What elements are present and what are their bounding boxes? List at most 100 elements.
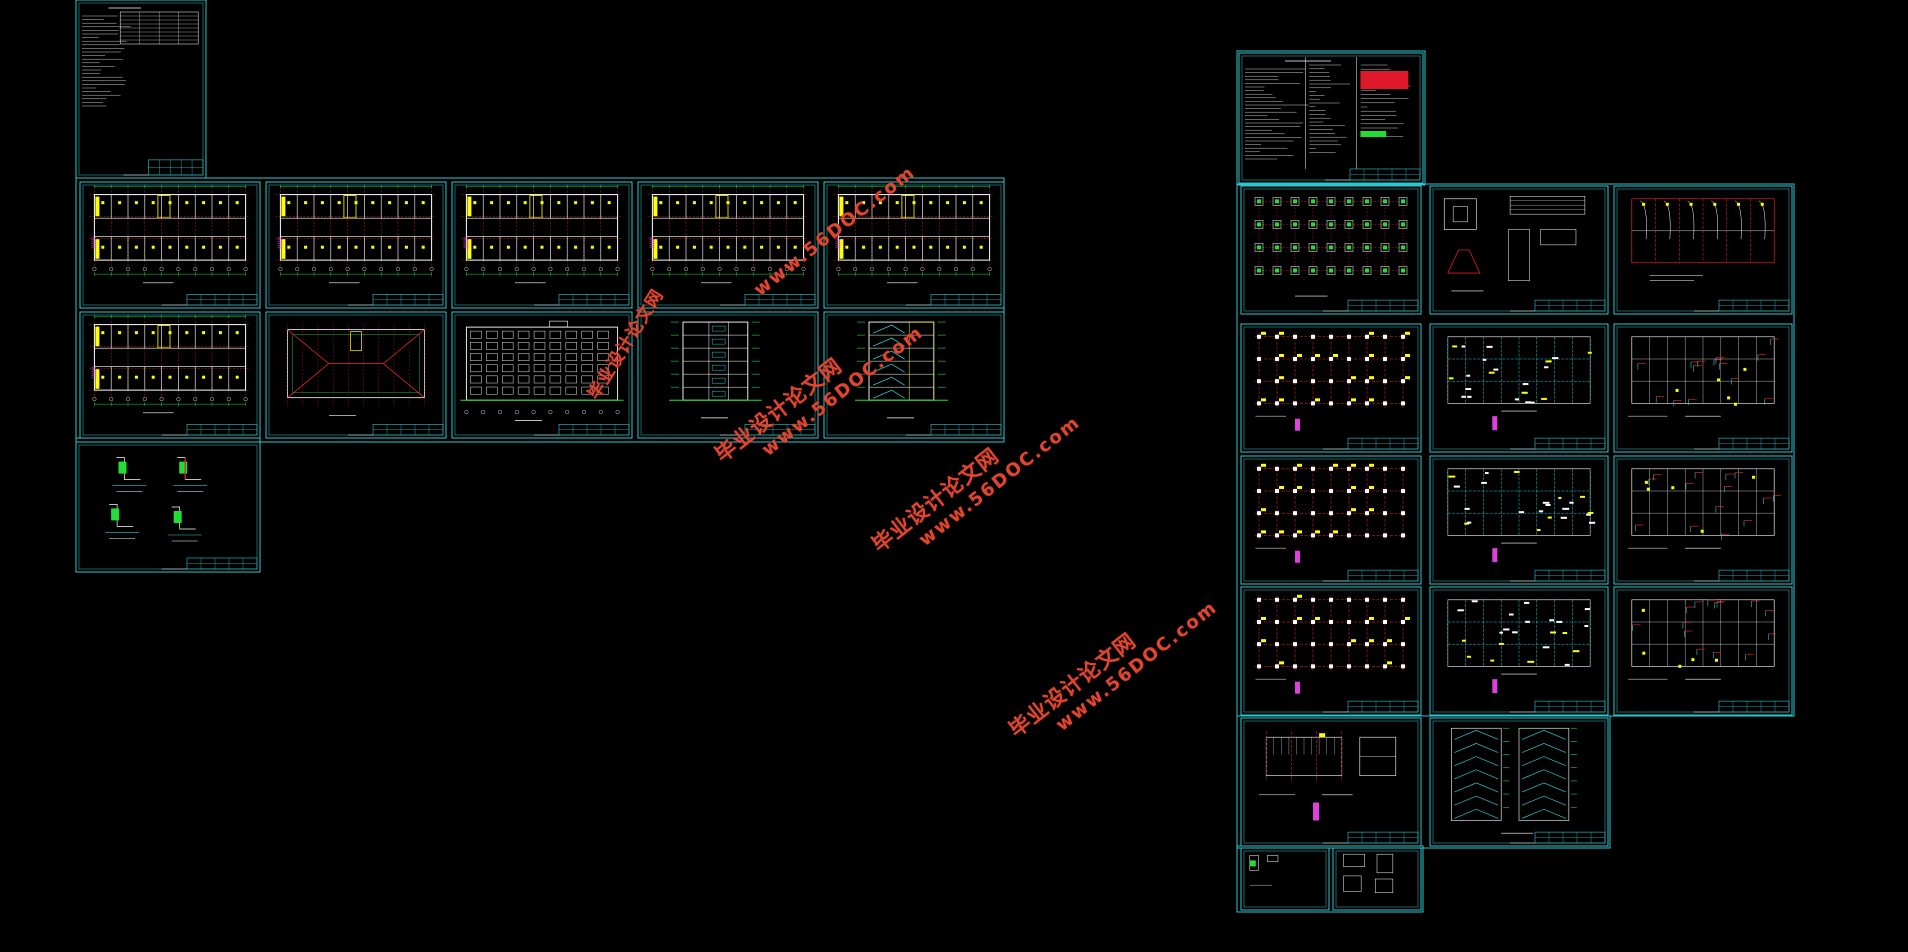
door-highlight — [490, 245, 494, 249]
door-highlight — [793, 245, 797, 249]
sheet-column-plan-2[interactable] — [1240, 455, 1422, 585]
sheet-design-notes[interactable] — [75, 0, 207, 179]
footing — [1362, 197, 1372, 206]
column — [1383, 642, 1387, 647]
column-stub — [1365, 245, 1369, 250]
window — [470, 330, 482, 339]
column — [1257, 488, 1261, 493]
door-highlight — [134, 201, 138, 205]
sheet-section[interactable] — [823, 311, 1005, 439]
window — [501, 330, 514, 339]
window — [565, 364, 578, 373]
door-highlight — [218, 331, 222, 335]
column — [1257, 466, 1261, 471]
sheet-structural-notes[interactable] — [1238, 52, 1424, 184]
column-tag — [1315, 616, 1320, 620]
window — [501, 353, 514, 361]
sheet-floor-plan-5[interactable] — [823, 181, 1005, 309]
detail-section — [1374, 878, 1394, 893]
sheet-foundation-details[interactable] — [1429, 185, 1609, 315]
column-tag — [1315, 398, 1320, 402]
column — [1329, 664, 1333, 669]
door-highlight — [185, 375, 189, 379]
sheet-slab-plan-3[interactable] — [1613, 586, 1793, 716]
sheet-slab-plan-2[interactable] — [1613, 455, 1793, 585]
beam-label — [1466, 521, 1472, 524]
sheet-floor-plan-6[interactable] — [79, 311, 261, 439]
column — [1401, 619, 1405, 624]
footing — [1398, 266, 1408, 275]
sheet-side-elevation[interactable] — [637, 311, 819, 439]
axis-bubble — [226, 267, 231, 272]
column-stub — [1329, 199, 1333, 204]
sheet-border — [265, 311, 447, 439]
sheet-stair-section[interactable] — [1429, 717, 1609, 847]
sheet-beam-plan-3[interactable] — [1429, 586, 1609, 716]
sheet-stair-plan[interactable] — [1240, 717, 1422, 847]
window — [581, 386, 593, 395]
slab-tag — [1644, 480, 1648, 484]
axis-bubble — [396, 267, 401, 272]
beam-label — [1466, 374, 1471, 377]
sheet-front-elevation[interactable] — [451, 311, 633, 439]
sheet-floor-plan-1[interactable] — [79, 181, 261, 309]
sheet-beam-plan-1[interactable] — [1429, 323, 1609, 453]
column — [1257, 664, 1261, 669]
window — [549, 353, 562, 361]
column-plan — [1452, 206, 1468, 223]
door-highlight — [776, 201, 780, 205]
beam-label — [1466, 655, 1471, 658]
column-stub — [1293, 222, 1297, 227]
beam-label — [1547, 516, 1552, 519]
column — [1347, 533, 1351, 538]
column-tag — [1387, 661, 1392, 665]
footing-plan — [1443, 198, 1477, 230]
column — [1347, 597, 1351, 602]
axis-bubble — [987, 267, 992, 272]
beam-label — [1530, 401, 1535, 404]
door-highlight — [185, 331, 189, 335]
sheet-foundation-plan[interactable] — [1240, 185, 1422, 315]
footing — [1290, 220, 1300, 229]
door-highlight — [760, 245, 764, 249]
column-stub — [1275, 222, 1279, 227]
slab-tag — [1641, 608, 1645, 612]
column-stub — [1329, 222, 1333, 227]
sheet-column-plan-1[interactable] — [1240, 323, 1422, 453]
column-stub — [1365, 268, 1369, 273]
beam-label — [1524, 601, 1530, 604]
column — [1257, 533, 1261, 538]
sheet-beam-plan-2[interactable] — [1429, 455, 1609, 585]
sheet-floor-plan-4[interactable] — [637, 181, 819, 309]
window — [501, 342, 514, 350]
column-tag — [1369, 639, 1374, 643]
axis-bubble — [193, 267, 198, 272]
axis-bubble — [176, 267, 181, 272]
axis-bubble — [684, 267, 689, 272]
sheet-floor-plan-3[interactable] — [451, 181, 633, 309]
sheet-roof-beams[interactable] — [1613, 185, 1793, 315]
window — [470, 353, 482, 361]
beam-label — [1558, 496, 1562, 499]
column — [1293, 356, 1297, 361]
window — [597, 342, 609, 350]
window — [517, 342, 530, 350]
beam-label — [1536, 529, 1541, 532]
beam-label — [1521, 391, 1528, 394]
window — [486, 330, 498, 339]
beam-label — [1562, 507, 1570, 510]
column-tag — [1261, 463, 1266, 467]
sheet-stair-detail-b[interactable] — [1332, 847, 1422, 911]
window — [711, 351, 726, 358]
sheet-floor-plan-2[interactable] — [265, 181, 447, 309]
beam-label — [1481, 481, 1487, 484]
sheet-details[interactable] — [75, 441, 261, 573]
axis-bubble — [498, 267, 503, 272]
sheet-column-plan-3[interactable] — [1240, 586, 1422, 716]
door-highlight — [659, 245, 663, 249]
sheet-slab-plan-1[interactable] — [1613, 323, 1793, 453]
sheet-stair-detail-a[interactable] — [1240, 847, 1330, 911]
footing — [1254, 220, 1264, 229]
sheet-roof-plan[interactable] — [265, 311, 447, 439]
